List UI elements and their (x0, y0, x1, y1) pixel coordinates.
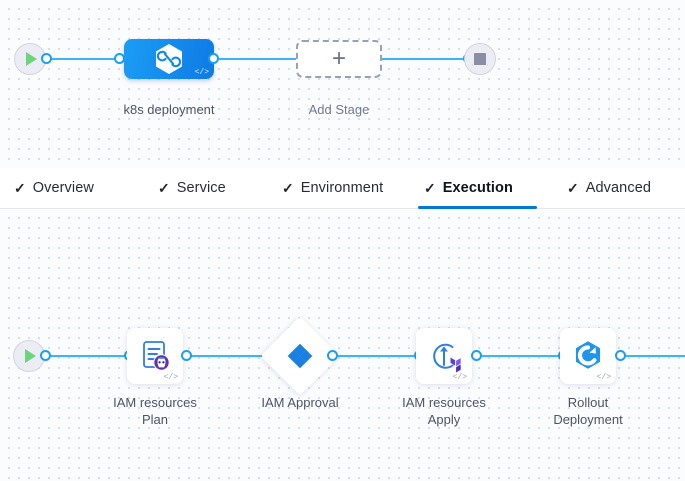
check-icon: ✓ (14, 180, 26, 196)
step-node-rollout-deployment[interactable]: </> (560, 328, 616, 384)
stage-label-k8s-deployment: k8s deployment (123, 102, 215, 117)
execution-canvas[interactable]: </> IAM resources Plan IAM Approval (0, 209, 685, 481)
play-icon (26, 52, 37, 66)
stop-icon (474, 53, 486, 65)
start-output-port[interactable] (41, 53, 52, 64)
edge-rollout-out (623, 355, 685, 357)
edge-stage-to-addstage (211, 58, 299, 60)
stages-start-node[interactable] (14, 43, 46, 75)
edge-apply-to-rollout (479, 355, 563, 357)
step-label-iam-approval: IAM Approval (261, 395, 339, 410)
add-stage-button[interactable]: + (296, 40, 382, 78)
edge-addstage-to-end (380, 58, 468, 60)
check-icon: ✓ (282, 180, 294, 196)
play-icon (25, 349, 36, 363)
tab-environment[interactable]: ✓ Environment (276, 168, 402, 208)
step-node-iam-resources-apply[interactable]: </> (416, 328, 472, 384)
terraform-plan-icon (137, 338, 173, 374)
stages-canvas[interactable]: </> k8s deployment + Add Stage (0, 0, 685, 169)
code-icon: </> (596, 373, 611, 382)
check-icon: ✓ (567, 180, 579, 196)
add-stage-label: Add Stage (308, 102, 370, 117)
tab-execution[interactable]: ✓ Execution (418, 168, 537, 209)
tab-advanced[interactable]: ✓ Advanced (561, 168, 674, 208)
stage-node-k8s-deployment[interactable]: </> (124, 39, 214, 79)
edge-approval-to-apply (335, 355, 419, 357)
step-node-iam-resources-plan[interactable]: </> (127, 328, 183, 384)
tab-service[interactable]: ✓ Service (152, 168, 244, 208)
stage-config-tabs[interactable]: ✓ Overview ✓ Service ✓ Environment ✓ Exe… (0, 168, 685, 209)
edge-start-to-stage (45, 58, 119, 60)
step-apply-output-port[interactable] (471, 350, 482, 361)
step-approval-output-port[interactable] (327, 350, 338, 361)
harness-hexagon-icon (154, 43, 184, 75)
tab-overview[interactable]: ✓ Overview (8, 168, 114, 208)
step-label-iam-resources-plan: IAM resources Plan (113, 395, 197, 427)
k8s-rollout-icon (571, 339, 605, 373)
code-icon: </> (194, 68, 209, 77)
plus-icon: + (331, 45, 346, 72)
terraform-apply-icon (425, 337, 463, 375)
tab-environment-label: Environment (300, 180, 384, 196)
stages-end-node[interactable] (464, 43, 496, 75)
code-icon: </> (452, 373, 467, 382)
step-label-rollout-deployment: Rollout Deployment (553, 395, 623, 427)
execution-start-output-port[interactable] (40, 350, 51, 361)
tab-service-label: Service (176, 180, 226, 196)
tab-advanced-label: Advanced (585, 180, 652, 196)
check-icon: ✓ (158, 180, 170, 196)
check-icon: ✓ (424, 180, 436, 196)
tab-execution-label: Execution (442, 180, 513, 196)
step-plan-output-port[interactable] (181, 350, 192, 361)
code-icon: </> (163, 373, 178, 382)
step-rollout-output-port[interactable] (615, 350, 626, 361)
step-label-iam-resources-apply: IAM resources Apply (402, 395, 486, 427)
edge-start-to-plan (44, 355, 128, 357)
edge-plan-to-approval (189, 355, 273, 357)
stage-output-port[interactable] (208, 53, 219, 64)
tab-overview-label: Overview (32, 180, 94, 196)
